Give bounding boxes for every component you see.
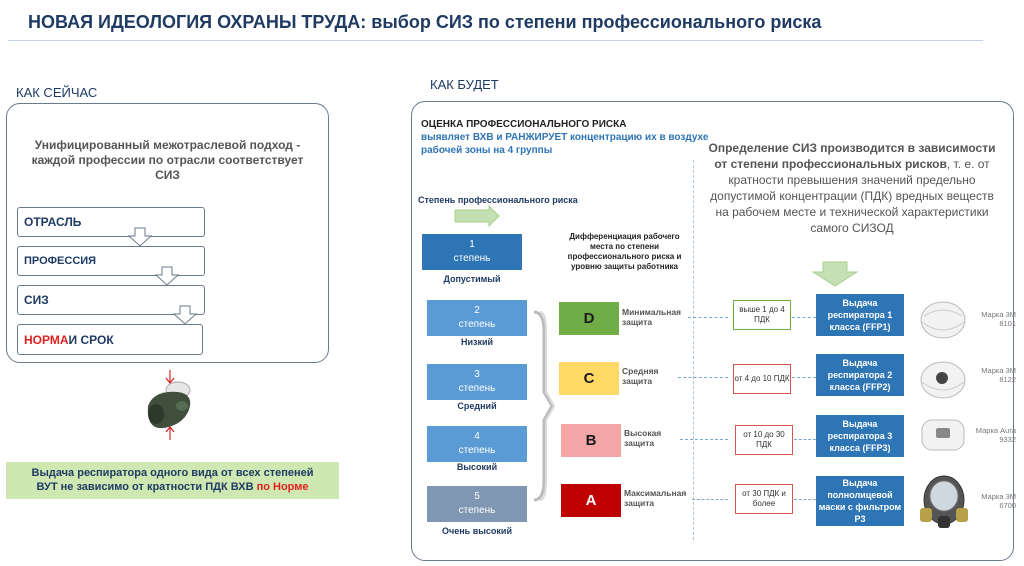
future-section-label: КАК БУДЕТ	[430, 77, 499, 92]
connector-b	[680, 439, 728, 440]
protection-label-d: Минимальная защита	[622, 307, 682, 327]
issue-d: Выдача респиратора 1 класса (FFP1)	[816, 294, 904, 336]
issue-b: Выдача респиратора 3 класса (FFP3)	[816, 415, 904, 457]
ppe-selection-description: Определение СИЗ производится в зависимос…	[708, 141, 996, 235]
grade-d-badge: D	[559, 302, 619, 335]
step-industry: ОТРАСЛЬ	[17, 207, 205, 237]
differentiation-text: Дифференциация рабочего места по степени…	[567, 232, 682, 271]
connector-b2	[794, 439, 816, 440]
now-conclusion-note: Выдача респиратора одного вида от всех с…	[6, 462, 339, 499]
degree-label: Степень профессионального риска	[418, 195, 578, 205]
connector-d	[688, 317, 728, 318]
page-title: НОВАЯ ИДЕОЛОГИЯ ОХРАНЫ ТРУДА: выбор СИЗ …	[28, 12, 822, 32]
title-divider	[8, 40, 983, 41]
respirator-ffp2-icon	[920, 361, 966, 399]
connector-d2	[792, 317, 816, 318]
degree-4-name: Высокий	[456, 462, 498, 472]
brand-label-c: Марка 3М 8122	[981, 366, 1016, 384]
future-panel	[411, 101, 1014, 561]
respirator-ffp1-icon	[920, 301, 966, 339]
now-description: Унифицированный межотраслевой подход - к…	[31, 138, 304, 182]
issue-a: Выдача полнолицевой маски с фильтром Р3	[816, 476, 904, 526]
grade-a-badge: A	[561, 484, 621, 517]
now-section-label: КАК СЕЙЧАС	[16, 85, 98, 100]
arrow-down-icon	[154, 266, 180, 286]
step-ppe: СИЗ	[17, 285, 205, 315]
arrow-down-icon	[172, 305, 198, 325]
degree-3-name: Средний	[457, 401, 497, 411]
degree-2-name: Низкий	[460, 337, 494, 347]
pdk-range-a: от 30 ПДК и более	[735, 484, 793, 514]
risk-assessment-heading: ОЦЕНКА ПРОФЕССИОНАЛЬНОГО РИСКА выявляет …	[421, 119, 709, 156]
respirator-icon	[147, 370, 191, 440]
protection-label-a: Максимальная защита	[624, 488, 687, 508]
vertical-divider	[693, 160, 694, 540]
connector-c2	[792, 377, 816, 378]
grade-c-badge: C	[559, 362, 619, 395]
arrow-down-icon	[811, 261, 859, 287]
arrow-down-icon	[127, 227, 153, 247]
full-face-mask-icon	[920, 475, 968, 528]
step-profession: ПРОФЕССИЯ	[17, 246, 205, 276]
connector-a	[692, 499, 728, 500]
connector-c	[678, 377, 728, 378]
connector-a2	[794, 499, 816, 500]
bracket-arrow-icon	[533, 310, 554, 502]
protection-label-c: Средняя защита	[622, 366, 659, 386]
pdk-range-b: от 10 до 30 ПДК	[735, 425, 793, 455]
brand-label-a: Марка 3М 6700	[981, 492, 1016, 510]
degree-5-name: Очень высокий	[442, 526, 512, 536]
pdk-range-c: от 4 до 10 ПДК	[733, 364, 791, 394]
arrow-right-icon	[454, 204, 500, 228]
protection-label-b: Высокая защита	[624, 428, 662, 448]
issue-c: Выдача респиратора 2 класса (FFP2)	[816, 354, 904, 396]
brand-label-d: Марка 3М 8101	[981, 310, 1016, 328]
grade-b-badge: B	[561, 424, 621, 457]
brand-label-b: Марка Aura 9332	[975, 426, 1016, 444]
step-norm: НОРМА И СРОК	[17, 324, 203, 355]
pdk-range-d: выше 1 до 4 ПДК	[733, 300, 791, 330]
respirator-ffp3-icon	[921, 419, 965, 451]
degree-1-name: Допустимый	[443, 274, 501, 284]
now-panel	[6, 103, 329, 363]
